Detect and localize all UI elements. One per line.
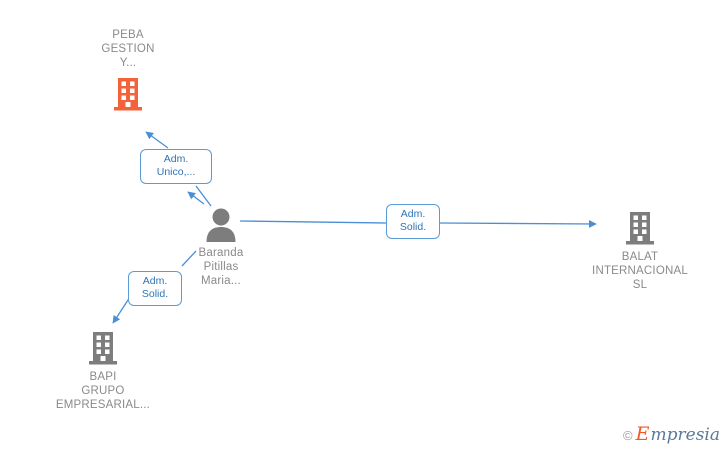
node-bapi-grupo[interactable]: BAPI GRUPO EMPRESARIAL...	[28, 330, 178, 412]
node-person-label: Baranda Pitillas Maria...	[198, 247, 244, 287]
company-building-icon	[114, 78, 142, 111]
edge-person-to-peba-tail	[195, 185, 212, 207]
edge-person-to-peba	[187, 191, 205, 205]
person-icon	[206, 208, 236, 242]
edge-label-adm-solid-balat[interactable]: Adm. Solid.	[386, 204, 440, 239]
node-baranda-pitillas[interactable]: Baranda Pitillas Maria...	[176, 206, 266, 288]
copyright-symbol: ©	[623, 428, 633, 443]
node-bapi-label: BAPI GRUPO EMPRESARIAL...	[55, 371, 151, 411]
node-balat-internacional[interactable]: BALAT INTERNACIONAL SL	[570, 210, 710, 292]
node-peba-label: PEBA GESTION Y...	[101, 29, 155, 69]
edge-person-to-peba-upper	[145, 131, 169, 149]
brand-initial: E	[635, 423, 650, 445]
empresia-watermark: © E mpresia	[623, 425, 720, 444]
edge-label-adm-unico[interactable]: Adm. Unico,...	[140, 149, 212, 184]
brand-name: mpresia	[650, 425, 721, 445]
company-building-icon	[626, 212, 654, 245]
node-peba-gestion[interactable]: PEBA GESTION Y...	[78, 28, 178, 112]
company-building-icon	[89, 332, 117, 365]
node-balat-label: BALAT INTERNACIONAL SL	[592, 251, 688, 291]
edge-label-adm-solid-bapi[interactable]: Adm. Solid.	[128, 271, 182, 306]
